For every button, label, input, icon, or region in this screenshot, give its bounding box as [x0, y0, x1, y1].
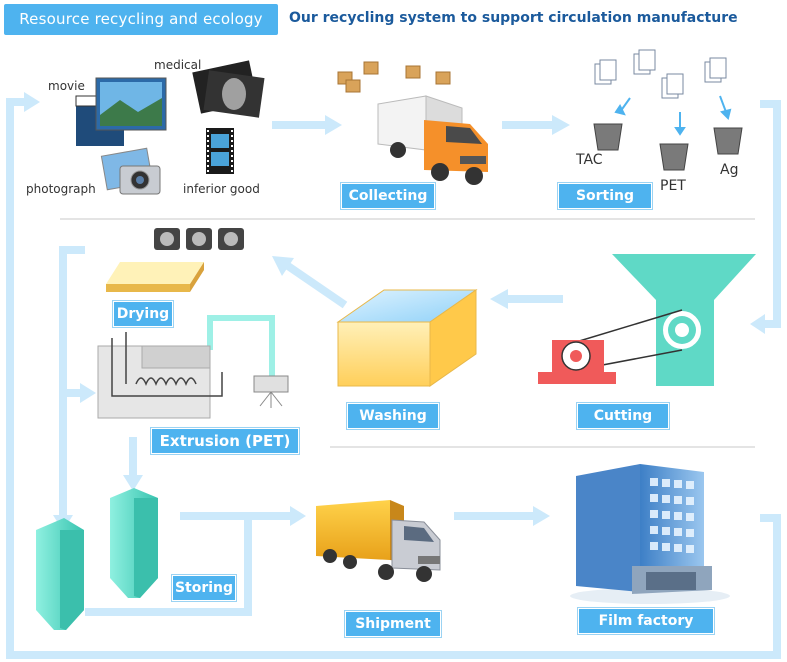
sorting-arrows — [614, 95, 732, 136]
sorting-output-tac: TAC — [576, 152, 603, 168]
source-photograph-label: photograph — [26, 182, 96, 196]
drying-sensors-icon — [154, 228, 244, 250]
header-title: Resource recycling and ecology — [4, 4, 278, 35]
source-medical-label: medical — [154, 58, 202, 72]
extrusion-machine-icon — [97, 315, 289, 419]
step-sorting-label: Sorting — [558, 183, 652, 209]
step-drying-label: Drying — [113, 301, 173, 327]
step-film-factory-label: Film factory — [578, 608, 714, 634]
step-washing-label: Washing — [347, 403, 439, 429]
storage-silo-left-icon — [36, 518, 84, 630]
drying-tray-icon — [106, 262, 204, 292]
step-extrusion-label: Extrusion (PET) — [151, 428, 299, 454]
recycle-bins-icon — [593, 123, 743, 171]
source-movie-label: movie — [48, 79, 85, 93]
section-dividers — [60, 218, 755, 448]
storage-silo-right-icon — [110, 488, 158, 598]
sorting-output-pet: PET — [660, 178, 686, 194]
film-reel-icon — [206, 128, 234, 174]
cutting-funnel-icon — [612, 254, 756, 386]
flow-arrows — [6, 98, 781, 659]
source-inferior-good-label: inferior good — [183, 182, 260, 196]
xray-film-icon — [192, 60, 265, 118]
collecting-truck-icon — [377, 95, 488, 185]
cardboard-boxes-icon — [337, 61, 451, 93]
documents-icon — [594, 49, 727, 99]
shipment-truck-icon — [316, 500, 441, 582]
sorting-output-ag: Ag — [720, 162, 739, 178]
washing-tank-icon — [336, 289, 478, 387]
step-shipment-label: Shipment — [345, 611, 441, 637]
cutting-machine-icon — [538, 309, 683, 384]
film-factory-building-icon — [570, 464, 730, 604]
header-subtitle: Our recycling system to support circulat… — [289, 10, 738, 26]
camera-icon — [100, 147, 161, 195]
step-cutting-label: Cutting — [577, 403, 669, 429]
step-collecting-label: Collecting — [341, 183, 435, 209]
flow-arrowheads — [24, 92, 765, 531]
clapperboard-icon — [75, 77, 167, 146]
step-storing-label: Storing — [172, 575, 236, 601]
